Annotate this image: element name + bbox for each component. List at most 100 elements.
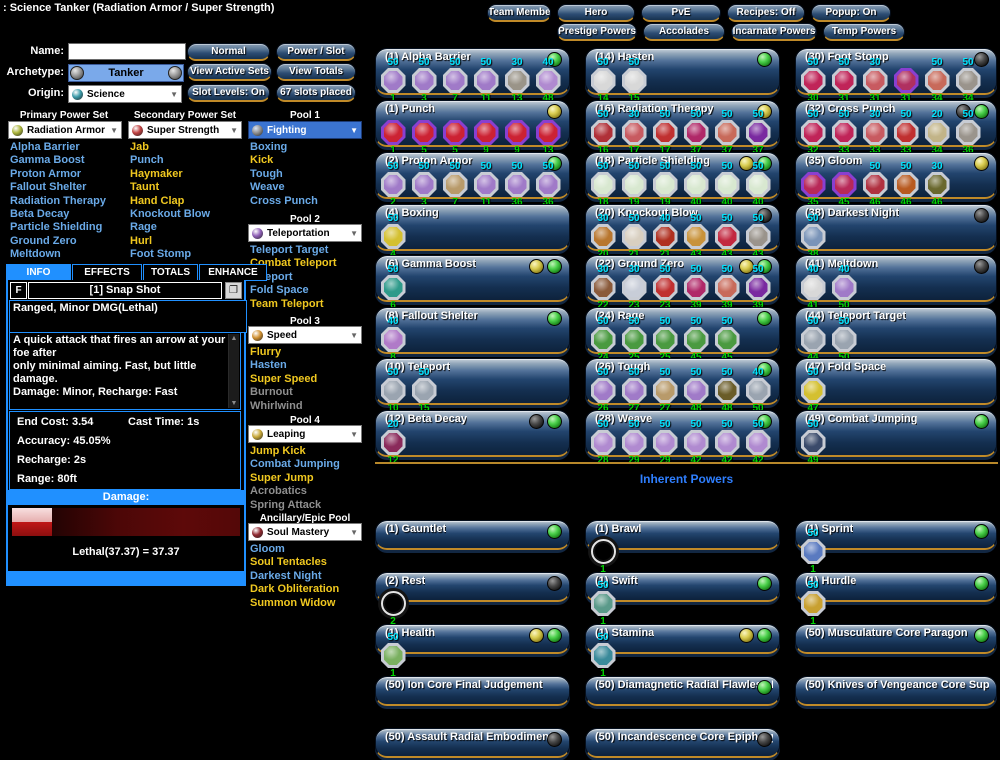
enhancement-icon[interactable] [745,378,771,403]
enhancement-icon[interactable] [683,275,709,300]
power-list-item-meltdown[interactable]: Meltdown [10,248,61,261]
nav-prestige-powers-button[interactable]: Prestige Powers [557,23,637,41]
power-bar-47-fold-space[interactable]: (47) Fold Space [795,358,997,405]
enhancement-icon[interactable] [504,120,530,145]
enhancement-slot[interactable]: 1 [378,110,408,156]
enhancement-icon[interactable] [893,120,919,145]
green-led-icon[interactable] [547,524,562,539]
enhancement-icon[interactable] [380,224,406,249]
enhancement-icon[interactable] [652,327,678,352]
power-bar-2-rest[interactable]: (2) Rest [375,572,570,602]
enhancement-icon[interactable] [714,327,740,352]
power-bar-1-health[interactable]: (1) Health [375,624,570,654]
power-list-item-burnout[interactable]: Burnout [250,386,293,399]
power-bar-50-musculature-core-paragon[interactable]: (50) Musculature Core Paragon [795,624,997,654]
enhancement-icon[interactable] [831,275,857,300]
power-list-item-boxing[interactable]: Boxing [250,141,288,153]
enhancement-icon[interactable] [504,172,530,197]
power-bar-44-teleport-target[interactable]: (44) Teleport Target [795,307,997,354]
power-list-item-hand-clap[interactable]: Hand Clap [130,194,185,207]
power-list-item-team-teleport[interactable]: Team Teleport [250,297,324,310]
power-list-item-haymaker[interactable]: Haymaker [130,167,183,180]
power-bar-6-gamma-boost[interactable]: (6) Gamma Boost [375,255,570,302]
green-led-icon[interactable] [974,104,989,119]
enhancement-icon[interactable] [714,172,740,197]
enhancement-slot[interactable]: 5043 [712,214,742,260]
enhancement-icon[interactable] [924,68,950,93]
power-bar-8-fallout-shelter[interactable]: (8) Fallout Shelter [375,307,570,354]
power-list-item-dark-obliteration[interactable]: Dark Obliteration [250,583,340,596]
power-bar-35-gloom[interactable]: (35) Gloom [795,152,997,199]
power-list-item-summon-widow[interactable]: Summon Widow [250,596,336,609]
power-list-item-gloom[interactable]: Gloom [250,543,285,555]
origin-select[interactable]: Science ▼ [68,85,182,103]
enhancement-icon[interactable] [683,120,709,145]
tab-info[interactable]: INFO [6,264,71,281]
power-bar-24-rage[interactable]: (24) Rage [585,307,780,354]
power-list-item-hurl[interactable]: Hurl [130,234,152,247]
enhancement-icon[interactable] [621,224,647,249]
enhancement-icon[interactable] [800,68,826,93]
power-bar-38-darkest-night[interactable]: (38) Darkest Night [795,204,997,251]
power-list-item-darkest-night[interactable]: Darkest Night [250,569,322,582]
pool-select-speed[interactable]: Speed▼ [248,326,362,344]
power-list-item-hasten[interactable]: Hasten [250,359,287,372]
power-list-item-weave[interactable]: Weave [250,181,285,194]
power-list-item-particle-shielding[interactable]: Particle Shielding [10,221,103,234]
yellow-led-icon[interactable] [547,104,562,119]
enhancement-icon[interactable] [380,120,406,145]
power-bar-1-stamina[interactable]: (1) Stamina [585,624,780,654]
power-list-item-kick[interactable]: Kick [250,154,274,167]
enhancement-slot[interactable]: 408 [378,317,408,363]
green-led-icon[interactable] [974,414,989,429]
power-list-item-beta-decay[interactable]: Beta Decay [10,208,70,220]
enhancement-slot[interactable]: 5045 [712,317,742,363]
power-list-item-foot-stomp[interactable]: Foot Stomp [130,248,192,261]
yellow-led-icon[interactable] [974,156,989,171]
power-bar-22-ground-zero[interactable]: (22) Ground Zero [585,255,780,302]
enhancement-icon[interactable] [590,68,616,93]
enhancement-icon[interactable] [831,120,857,145]
enhancement-icon[interactable] [652,224,678,249]
enhancement-icon[interactable] [621,378,647,403]
nav-incarnate-powers-button[interactable]: Incarnate Powers [731,23,817,41]
enhancement-icon[interactable] [714,120,740,145]
enhancement-icon[interactable] [652,430,678,455]
power-list-item-jump-kick[interactable]: Jump Kick [250,445,306,457]
green-led-icon[interactable] [757,52,772,67]
power-list-item-knockout-blow[interactable]: Knockout Blow [130,208,211,220]
green-led-icon[interactable] [547,156,562,171]
enhancement-icon[interactable] [380,430,406,455]
green-led-icon[interactable] [757,576,772,591]
power-list-item-punch[interactable]: Punch [130,154,164,167]
enhancement-icon[interactable] [590,275,616,300]
enhancement-icon[interactable] [714,378,740,403]
enhancement-icon[interactable] [442,172,468,197]
enhancement-icon[interactable] [924,120,950,145]
